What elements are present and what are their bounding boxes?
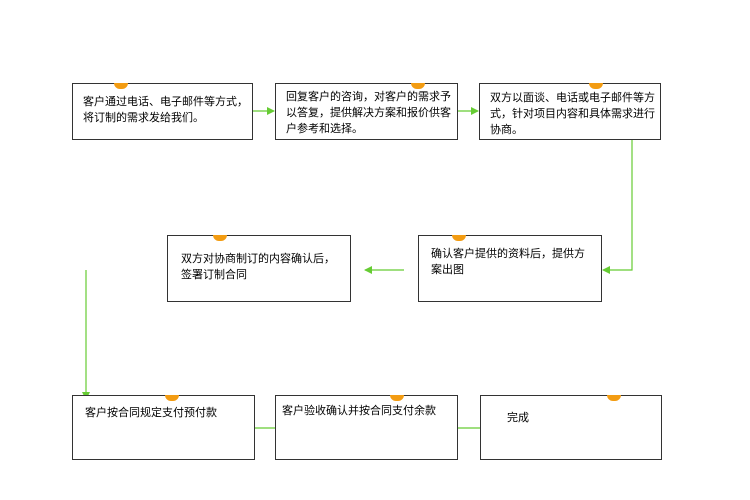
step-2-box: 回复客户的咨询，对客户的需求予以答复，提供解决方案和报价供客户参考和选择。 bbox=[275, 83, 458, 140]
arrow-3-4 bbox=[602, 140, 633, 274]
step-7-text: 客户验收确认并按合同支付余款 bbox=[282, 404, 436, 417]
step-6-box: 客户按合同规定支付预付款 bbox=[72, 395, 255, 460]
step-6-text: 客户按合同规定支付预付款 bbox=[85, 406, 217, 419]
step-7-box: 客户验收确认并按合同支付余款 bbox=[275, 395, 458, 460]
step-3-tab bbox=[589, 83, 603, 89]
step-1-tab bbox=[114, 83, 128, 89]
step-1-text: 客户通过电话、电子邮件等方式，将订制的需求发给我们。 bbox=[83, 95, 248, 124]
step-8-text: 完成 bbox=[507, 411, 529, 424]
step-5-text: 双方对协商制订的内容确认后，签署订制合同 bbox=[181, 252, 335, 281]
step-5-tab bbox=[213, 235, 227, 241]
step-1-box: 客户通过电话、电子邮件等方式，将订制的需求发给我们。 bbox=[72, 83, 253, 140]
step-4-tab bbox=[452, 235, 466, 241]
step-4-text: 确认客户提供的资料后，提供方案出图 bbox=[431, 247, 585, 276]
step-5-box: 双方对协商制订的内容确认后，签署订制合同 bbox=[167, 235, 351, 302]
step-3-box: 双方以面谈、电话或电子邮件等方式，针对项目内容和具体需求进行协商。 bbox=[479, 83, 661, 140]
step-3-text: 双方以面谈、电话或电子邮件等方式，针对项目内容和具体需求进行协商。 bbox=[490, 91, 655, 136]
step-8-tab bbox=[607, 395, 621, 401]
step-2-tab bbox=[411, 83, 425, 89]
step-8-box: 完成 bbox=[480, 395, 662, 460]
step-7-tab bbox=[390, 395, 404, 401]
step-6-tab bbox=[165, 395, 179, 401]
step-2-text: 回复客户的咨询，对客户的需求予以答复，提供解决方案和报价供客户参考和选择。 bbox=[286, 90, 451, 135]
step-4-box: 确认客户提供的资料后，提供方案出图 bbox=[418, 235, 602, 302]
